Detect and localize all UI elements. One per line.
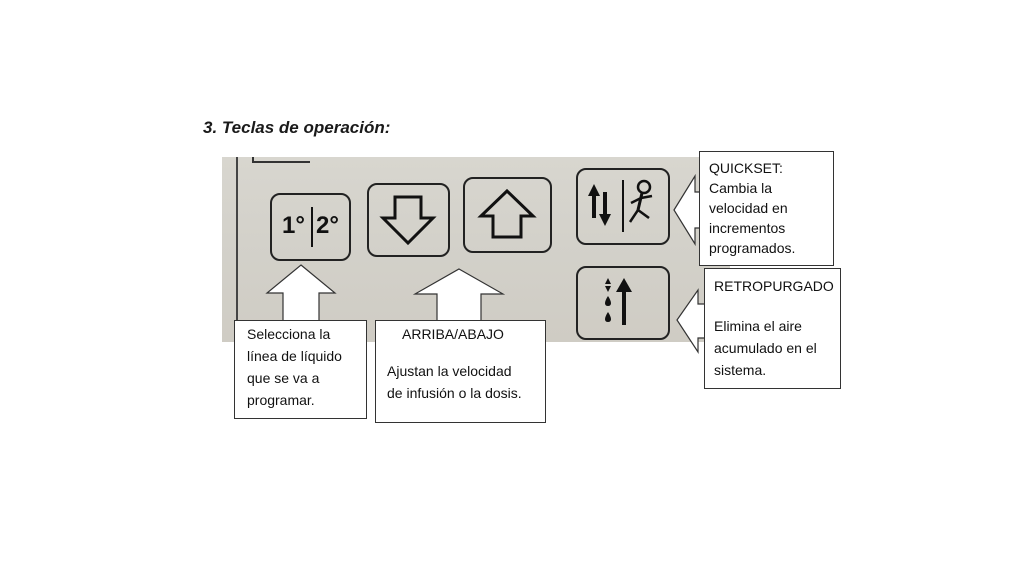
line-one-label: 1°	[282, 212, 305, 239]
callout-line: programar.	[247, 392, 315, 408]
callout-heading: QUICKSET:	[709, 160, 783, 176]
line-divider	[311, 207, 313, 247]
callout-line: sistema.	[714, 362, 767, 378]
up-down-pointer-arrow	[413, 268, 505, 323]
backprime-drops-icon	[605, 278, 632, 325]
callout-line: de infusión o la dosis.	[387, 385, 522, 401]
callout-line: acumulado en el	[714, 340, 817, 356]
section-title: 3. Teclas de operación:	[203, 118, 391, 137]
panel-edge	[236, 157, 238, 342]
line-select-pointer-arrow	[265, 264, 337, 326]
line-select-callout: Selecciona la línea de líquido que se va…	[234, 320, 367, 419]
backprime-callout: RETROPURGADO Elimina el aire acumulado e…	[704, 268, 841, 389]
quickset-runner-icon	[588, 179, 653, 232]
up-arrow-icon	[477, 188, 537, 239]
callout-line: incrementos	[709, 220, 786, 236]
callout-line: programados.	[709, 240, 796, 256]
callout-line: que se va a	[247, 370, 320, 386]
callout-heading: RETROPURGADO	[714, 278, 834, 294]
up-down-callout: ARRIBA/ABAJO Ajustan la velocidad de inf…	[375, 320, 546, 423]
down-arrow-icon	[379, 195, 437, 246]
callout-line: Cambia la	[709, 180, 773, 196]
panel-ridge	[252, 157, 310, 163]
callout-line: velocidad en	[709, 200, 788, 216]
quickset-key[interactable]	[576, 168, 670, 245]
line-select-key[interactable]: 1° 2°	[270, 193, 351, 261]
callout-line: Elimina el aire	[714, 318, 802, 334]
down-key[interactable]	[367, 183, 450, 257]
callout-line: Selecciona la	[247, 326, 331, 342]
up-key[interactable]	[463, 177, 552, 253]
line-select-icon: 1° 2°	[272, 195, 349, 259]
quickset-callout: QUICKSET: Cambia la velocidad en increme…	[699, 151, 834, 266]
callout-line: línea de líquido	[247, 348, 342, 364]
backprime-key[interactable]	[576, 266, 670, 340]
callout-line: Ajustan la velocidad	[387, 363, 512, 379]
line-two-label: 2°	[316, 212, 339, 239]
callout-heading: ARRIBA/ABAJO	[402, 326, 504, 342]
